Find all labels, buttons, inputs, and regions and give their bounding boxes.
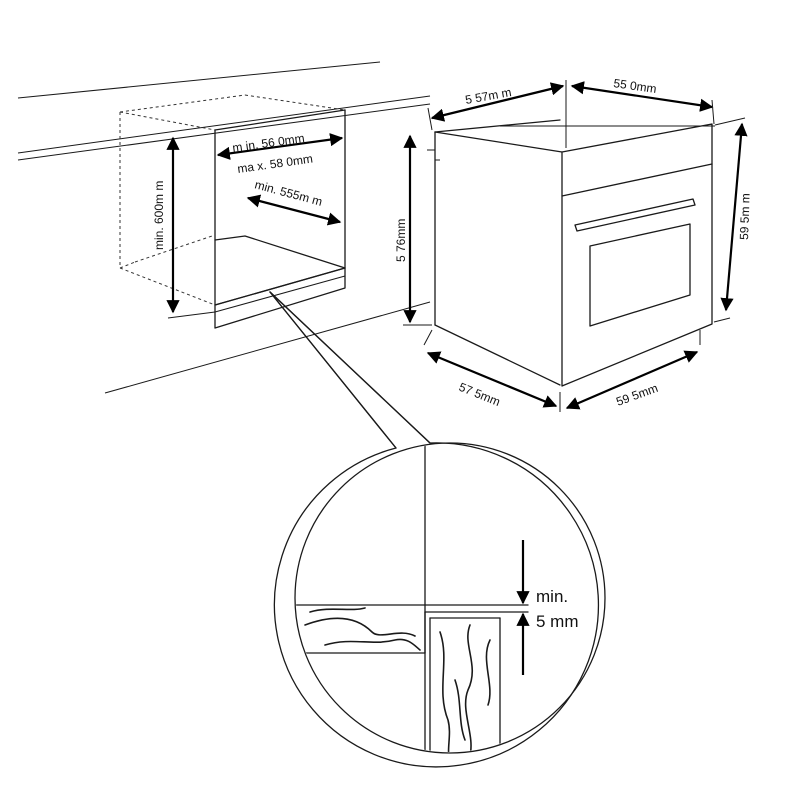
cabinet-niche	[119, 94, 346, 329]
niche-dimensions	[166, 133, 344, 314]
oven-height-total-label: 59 5m m	[737, 193, 753, 240]
detail-callout	[269, 291, 606, 768]
oven-width-top-label: 55 0mm	[613, 76, 658, 96]
oven-height-body-label: 5 76mm	[394, 219, 408, 262]
niche-height-label: min. 600m m	[152, 181, 166, 250]
gap-min-label: min.	[536, 587, 568, 606]
oven-dimensions	[403, 80, 748, 412]
countertop	[17, 61, 431, 394]
oven	[427, 119, 715, 387]
gap-value-label: 5 mm	[536, 612, 579, 631]
niche-depth-label: min. 555m m	[253, 177, 324, 208]
niche-width-min-label: m in. 56 0mm	[231, 131, 305, 155]
gap-detail	[296, 444, 529, 752]
oven-depth-bottom-label: 57 5mm	[457, 380, 502, 409]
niche-width-max-label: ma x. 58 0mm	[236, 152, 313, 176]
